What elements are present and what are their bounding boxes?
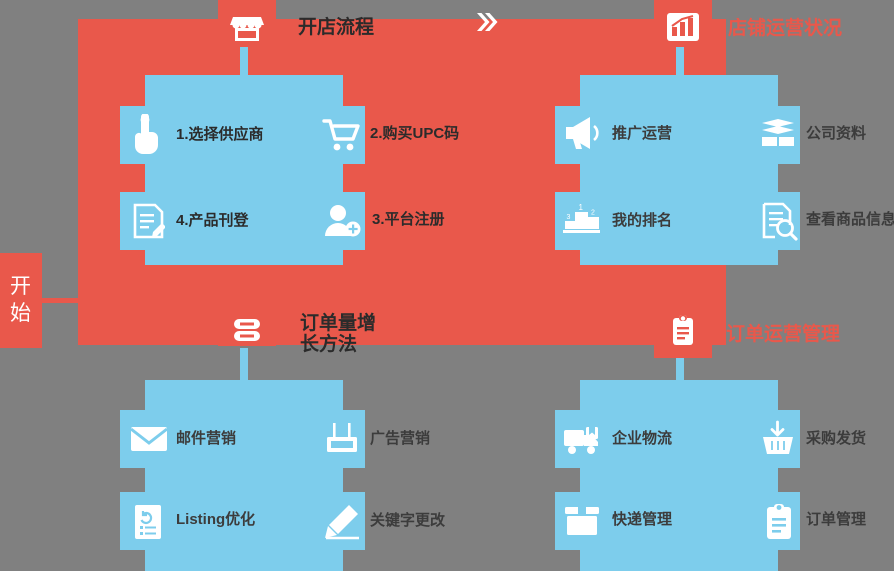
basket-download-icon[interactable] <box>758 419 798 459</box>
branch-label-store-status: 店铺运营状况 <box>728 18 843 39</box>
leaf-label-ad-marketing: 广告营销 <box>370 430 431 447</box>
leaf-row-bar-1 <box>120 106 365 164</box>
podium-icon[interactable]: 1 2 3 <box>561 200 603 240</box>
billboard-icon[interactable] <box>322 420 362 458</box>
branch-label-order-growth: 订单量增 长方法 <box>300 313 378 356</box>
books-icon[interactable] <box>757 115 799 153</box>
connector-clipboard-to-leaves <box>676 358 684 382</box>
connector-storefront-to-leaves <box>240 47 248 79</box>
leaf-label-product-listing: 4.产品刊登 <box>176 212 249 229</box>
server-stack-icon[interactable] <box>226 310 268 352</box>
connector-chart-to-leaves <box>676 47 684 79</box>
box-icon[interactable] <box>561 503 603 539</box>
leaf-label-email-marketing: 邮件营销 <box>176 430 237 447</box>
leaf-label-promotion: 推广运营 <box>612 125 673 142</box>
branch-label-order-growth-line1: 订单量增 <box>300 313 377 334</box>
connector-server-to-leaves <box>240 348 248 382</box>
double-chevron-icon <box>472 8 500 36</box>
leaf-label-order-management: 订单管理 <box>806 511 867 528</box>
clipboard-icon[interactable] <box>662 310 704 352</box>
storefront-icon[interactable] <box>226 6 268 48</box>
connector-start-to-trunk <box>42 298 78 303</box>
megaphone-icon[interactable] <box>561 113 603 153</box>
leaf-label-enterprise-logistics: 企业物流 <box>612 430 673 447</box>
shopping-cart-icon[interactable] <box>321 115 363 155</box>
bar-chart-icon[interactable] <box>662 6 704 48</box>
leaf-label-my-ranking: 我的排名 <box>612 212 673 229</box>
envelope-icon[interactable] <box>128 422 170 456</box>
leaf-label-purchase-ship: 采购发货 <box>806 430 867 447</box>
hand-tap-icon[interactable] <box>128 113 164 157</box>
truck-icon[interactable] <box>561 422 603 458</box>
leaf-label-view-product: 查看商品信息 <box>806 211 894 228</box>
pencil-icon[interactable] <box>322 502 362 542</box>
svg-text:3: 3 <box>567 214 571 221</box>
leaf-label-keyword-change: 关键字更改 <box>370 512 446 529</box>
branch-label-order-management: 订单运营管理 <box>726 324 841 345</box>
add-user-icon[interactable] <box>322 201 364 241</box>
svg-text:2: 2 <box>591 210 595 217</box>
start-label-line1: 开 <box>10 275 32 299</box>
document-search-icon[interactable] <box>759 200 799 242</box>
edit-document-icon[interactable] <box>130 200 166 242</box>
branch-label-store-setup: 开店流程 <box>298 17 375 38</box>
leaf-label-platform-register: 3.平台注册 <box>372 211 445 228</box>
branch-stem-store-setup <box>218 0 276 20</box>
leaf-label-select-supplier: 1.选择供应商 <box>176 126 264 143</box>
clipboard-list-icon[interactable] <box>760 501 798 543</box>
start-node[interactable]: 开 始 <box>0 253 42 348</box>
svg-text:1: 1 <box>579 203 584 212</box>
start-label-line2: 始 <box>10 301 32 325</box>
leaf-label-buy-upc: 2.购买UPC码 <box>370 125 460 142</box>
branch-label-order-growth-line2: 长方法 <box>300 334 358 356</box>
leaf-label-express-management: 快递管理 <box>612 511 673 528</box>
leaf-label-listing-opt: Listing优化 <box>176 511 256 528</box>
refresh-document-icon[interactable] <box>130 501 166 543</box>
leaf-label-company-info: 公司资料 <box>806 125 867 142</box>
